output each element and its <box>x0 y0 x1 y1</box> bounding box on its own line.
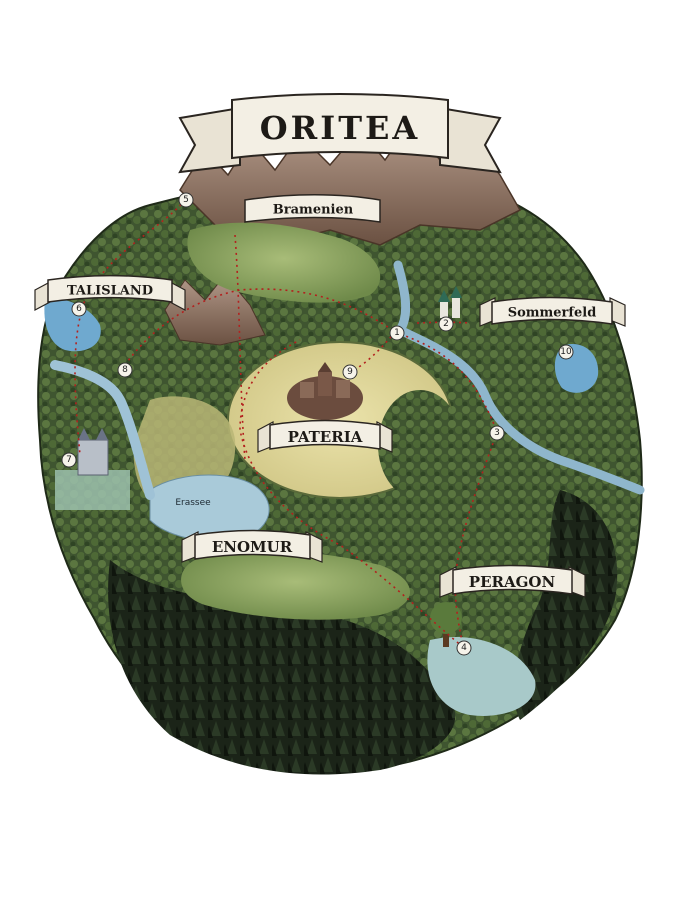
marker[interactable]: 4 <box>456 640 472 656</box>
region-label: TALISLAND <box>67 284 153 299</box>
southern-hills <box>181 550 410 620</box>
marker-number: 6 <box>76 304 82 314</box>
region-label: PATERIA <box>288 428 363 446</box>
western-river <box>50 360 155 500</box>
region-banner-enomur: ENOMUR <box>181 529 323 563</box>
title-banner: ORITEA <box>178 93 502 174</box>
marker-number: 7 <box>66 455 72 465</box>
sommerfeld-towers-icon <box>438 286 462 318</box>
marker-number: 5 <box>183 195 189 205</box>
marker-number: 10 <box>560 347 572 357</box>
region-banner-pateria: PATERIA <box>257 419 393 453</box>
region-banner-sommerfeld: Sommerfeld <box>479 296 626 327</box>
marker[interactable]: 10 <box>558 344 574 360</box>
lake-label: Erassee <box>175 498 211 508</box>
dark-pine-forest-east <box>513 490 618 720</box>
pateria-city-icon <box>287 362 363 420</box>
talisland-lake <box>44 298 101 352</box>
region-label: PERAGON <box>469 573 556 591</box>
marker[interactable]: 5 <box>178 192 194 208</box>
marker[interactable]: 8 <box>117 362 133 378</box>
marker[interactable]: 7 <box>61 452 77 468</box>
region-banner-bramenien: Bramenien <box>244 194 381 223</box>
talisland-castle-icon <box>55 428 130 510</box>
region-banner-talisland: TALISLAND <box>34 274 186 311</box>
region-label: ENOMUR <box>212 538 293 556</box>
marker[interactable]: 2 <box>438 316 454 332</box>
region-banner-peragon: PERAGON <box>439 564 586 598</box>
dark-pine-forest <box>108 560 456 775</box>
region-label: Sommerfeld <box>508 306 597 321</box>
map-title: ORITEA <box>260 109 420 147</box>
erassee-lake <box>149 474 270 542</box>
peragon-tree-icon <box>430 602 462 647</box>
marker-number: 2 <box>443 319 449 329</box>
marker-number: 8 <box>122 365 128 375</box>
pateria-inner-forest <box>378 390 462 500</box>
marker-number: 9 <box>347 367 353 377</box>
route-line <box>74 199 498 648</box>
marker-number: 1 <box>394 328 400 338</box>
marker[interactable]: 3 <box>489 425 505 441</box>
peragon-lake <box>427 636 536 716</box>
marker[interactable]: 6 <box>71 301 87 317</box>
region-label: Bramenien <box>273 203 354 218</box>
marker-number: 4 <box>461 643 467 653</box>
eastern-river <box>393 260 645 495</box>
marker[interactable]: 1 <box>389 325 405 341</box>
marker-number: 3 <box>494 428 500 438</box>
mountain-range-west <box>164 274 266 346</box>
marker[interactable]: 9 <box>342 364 358 380</box>
